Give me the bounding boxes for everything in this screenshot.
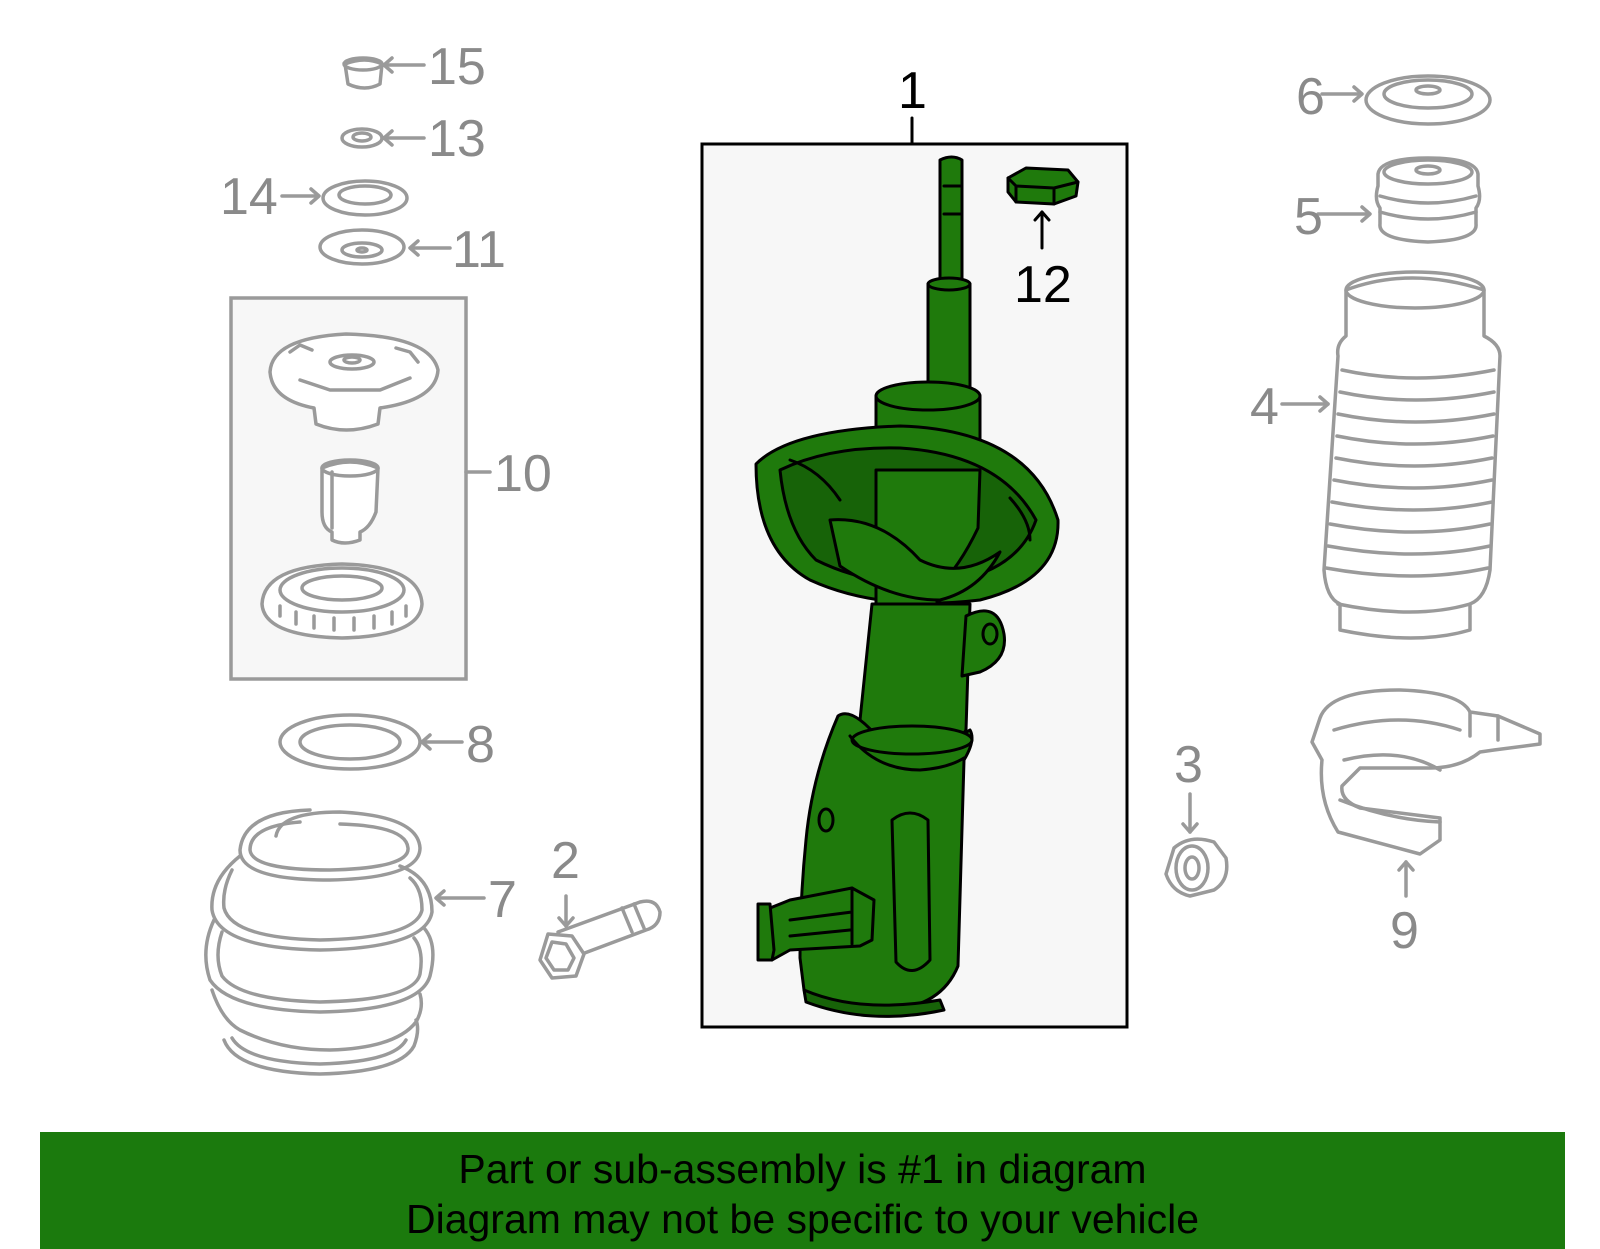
part-8-spring-seat — [278, 713, 464, 771]
callout-12: 12 — [1014, 256, 1072, 314]
banner-line-1: Part or sub-assembly is #1 in diagram — [458, 1146, 1147, 1192]
callout-8: 8 — [466, 716, 495, 774]
part-5-bumper — [1316, 156, 1482, 244]
part-13-washer — [340, 127, 426, 149]
part-2-bolt — [538, 894, 662, 980]
callout-13: 13 — [428, 110, 486, 168]
callout-5: 5 — [1294, 188, 1323, 246]
part-9-isolator — [1310, 688, 1542, 898]
callout-2: 2 — [551, 832, 580, 890]
callout-15: 15 — [428, 38, 486, 96]
callout-7: 7 — [488, 871, 517, 929]
part-3-nut — [1164, 792, 1229, 898]
callout-1: 1 — [898, 62, 927, 120]
part-4-dust-boot — [1280, 270, 1502, 640]
part-11-washer — [318, 228, 452, 266]
callout-9: 9 — [1390, 902, 1419, 960]
banner-line-2: Diagram may not be specific to your vehi… — [405, 1196, 1199, 1242]
part-12-stop — [1006, 166, 1080, 250]
part-1-strut-assembly — [754, 155, 1060, 1018]
callout-14: 14 — [220, 168, 278, 226]
callout-11: 11 — [452, 221, 506, 279]
part-10-mount-kit — [229, 296, 492, 681]
part-6-plate — [1320, 74, 1492, 126]
part-15-cap — [342, 56, 426, 90]
callout-3: 3 — [1174, 736, 1203, 794]
callout-10: 10 — [494, 445, 552, 503]
part-7-coil-spring — [204, 808, 486, 1076]
callout-4: 4 — [1250, 378, 1279, 436]
part-14-washer — [280, 179, 409, 217]
callout-6: 6 — [1296, 68, 1325, 126]
notice-banner: Part or sub-assembly is #1 in diagram Di… — [40, 1132, 1565, 1249]
